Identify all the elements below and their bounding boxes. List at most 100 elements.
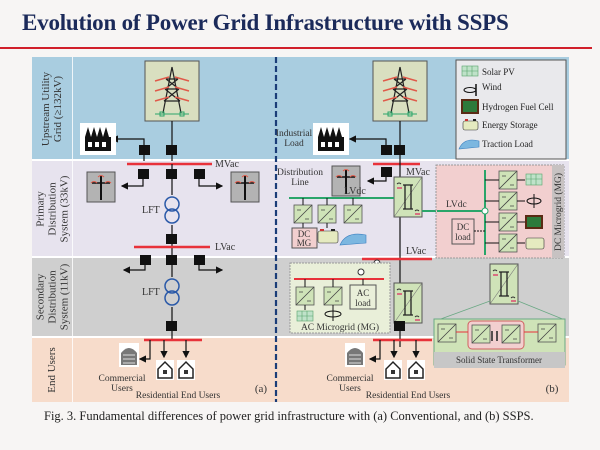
- wind-icon: [324, 310, 342, 321]
- ac-load-label: AC: [357, 288, 370, 298]
- solar-pv-icon: [525, 173, 543, 186]
- converter-icon: [498, 233, 518, 253]
- breaker-icon: [166, 255, 177, 265]
- lvac-label: LVac: [215, 242, 236, 253]
- legend-label: Wind: [482, 82, 502, 92]
- dc-load-label: load: [455, 232, 471, 242]
- dc-load-label: DC: [457, 222, 470, 232]
- panel-b-tag: (b): [546, 383, 559, 395]
- industrial-factory-icon: [80, 123, 116, 155]
- lvdc-label: LVdc: [344, 186, 366, 197]
- house-icon: [406, 359, 426, 381]
- converter-icon: [293, 204, 313, 224]
- commercial-label: Commercial: [327, 374, 374, 384]
- converter-icon: [295, 286, 315, 306]
- solar-pv-icon: [461, 65, 479, 77]
- lvdc-label: LVdc: [446, 200, 467, 210]
- panel-b: Industrial Load Solar PV Wind Hydrogen F…: [276, 59, 567, 401]
- converter-icon: [323, 286, 343, 306]
- divider: [32, 336, 569, 338]
- energy-storage-icon: [317, 229, 339, 244]
- breaker-icon: [166, 145, 177, 155]
- mvac-label: MVac: [215, 159, 239, 170]
- wind-icon: [463, 84, 477, 96]
- ac-load-box: [349, 284, 377, 310]
- house-icon: [155, 359, 175, 381]
- lft-label: LFT: [142, 287, 160, 298]
- converter-icon: [501, 324, 521, 344]
- ac-load-label: load: [355, 298, 371, 308]
- energy-storage-icon: [525, 237, 545, 250]
- house-icon: [176, 359, 196, 381]
- dc-microgrid-label: DC Microgrid (MG): [553, 173, 564, 251]
- distribution-pole-icon: [86, 171, 116, 203]
- divider: [32, 159, 569, 161]
- legend: Solar PV Wind Hydrogen Fuel Cell Energy …: [455, 59, 567, 160]
- sst-label: Solid State Transformer: [456, 355, 542, 365]
- transmission-tower-icon: [144, 60, 200, 122]
- lft-label: LFT: [142, 205, 160, 216]
- divider: [32, 256, 569, 258]
- breaker-icon: [394, 321, 405, 331]
- converter-icon: [317, 204, 337, 224]
- legend-label: Hydrogen Fuel Cell: [482, 102, 554, 112]
- industrial-label: Industrial: [276, 129, 313, 139]
- traction-load-icon: [458, 139, 480, 150]
- breaker-icon: [166, 234, 177, 244]
- house-icon: [383, 359, 403, 381]
- wind-icon: [526, 194, 542, 208]
- solar-pv-icon: [296, 310, 314, 322]
- dc-mg-label: MG: [297, 238, 312, 248]
- sst-icon: [393, 282, 423, 324]
- distribution-line-label: Distribution: [277, 168, 323, 178]
- sst-detail: Solid State Transformer: [433, 263, 566, 368]
- commercial-label: Users: [111, 384, 133, 394]
- ac-microgrid: AC load AC Microgrid (MG): [289, 262, 391, 334]
- commercial-building-icon: [344, 342, 366, 368]
- converter-icon: [498, 212, 518, 232]
- breaker-icon: [138, 169, 149, 179]
- lvac-label: LVac: [406, 246, 427, 257]
- commercial-label: Users: [339, 384, 361, 394]
- industrial-label: Load: [284, 139, 304, 149]
- dc-mg-box: [291, 227, 318, 249]
- sst-icon: [489, 263, 519, 305]
- converter-icon: [537, 323, 557, 343]
- traction-load-icon: [339, 233, 367, 246]
- residential-label: Residential End Users: [366, 391, 451, 401]
- breaker-icon: [166, 169, 177, 179]
- commercial-building-icon: [118, 342, 140, 368]
- breaker-icon: [140, 255, 151, 265]
- industrial-factory-icon: [313, 123, 349, 155]
- converter-icon: [343, 204, 363, 224]
- breaker-icon: [394, 145, 405, 155]
- converter-icon: [471, 324, 491, 344]
- residential-label: Residential End Users: [136, 391, 221, 401]
- breaker-icon: [166, 321, 177, 331]
- title-underline: [0, 47, 592, 49]
- legend-label: Traction Load: [482, 139, 533, 149]
- hydrogen-fuel-cell-icon: [461, 99, 479, 114]
- panel-a-tag: (a): [255, 383, 268, 395]
- page-title: Evolution of Power Grid Infrastructure w…: [22, 10, 509, 35]
- converter-icon: [498, 191, 518, 211]
- label-column-divider: [72, 57, 73, 402]
- hydrogen-fuel-cell-icon: [525, 215, 543, 229]
- diagram-canvas: MVac LFT LVac LFT: [80, 57, 567, 402]
- figure-caption: Fig. 3. Fundamental differences of power…: [44, 409, 534, 423]
- dc-microgrid: DC Microgrid (MG) LVdc DC load: [435, 164, 565, 259]
- ac-microgrid-label: AC Microgrid (MG): [301, 322, 379, 333]
- figure: Upstream Utility Grid (≥132kV) Primary D…: [32, 57, 569, 402]
- legend-label: Solar PV: [482, 67, 515, 77]
- converter-icon: [498, 170, 518, 190]
- breaker-icon: [194, 169, 205, 179]
- energy-storage-icon: [462, 119, 479, 131]
- breaker-icon: [194, 255, 205, 265]
- mvac-label: MVac: [406, 167, 430, 178]
- sst-icon: [393, 176, 423, 218]
- legend-label: Energy Storage: [482, 120, 538, 130]
- panel-a: MVac LFT LVac LFT: [80, 60, 268, 401]
- transmission-tower-icon: [372, 60, 428, 122]
- distribution-line-label: Line: [291, 178, 308, 188]
- breaker-icon: [381, 167, 392, 177]
